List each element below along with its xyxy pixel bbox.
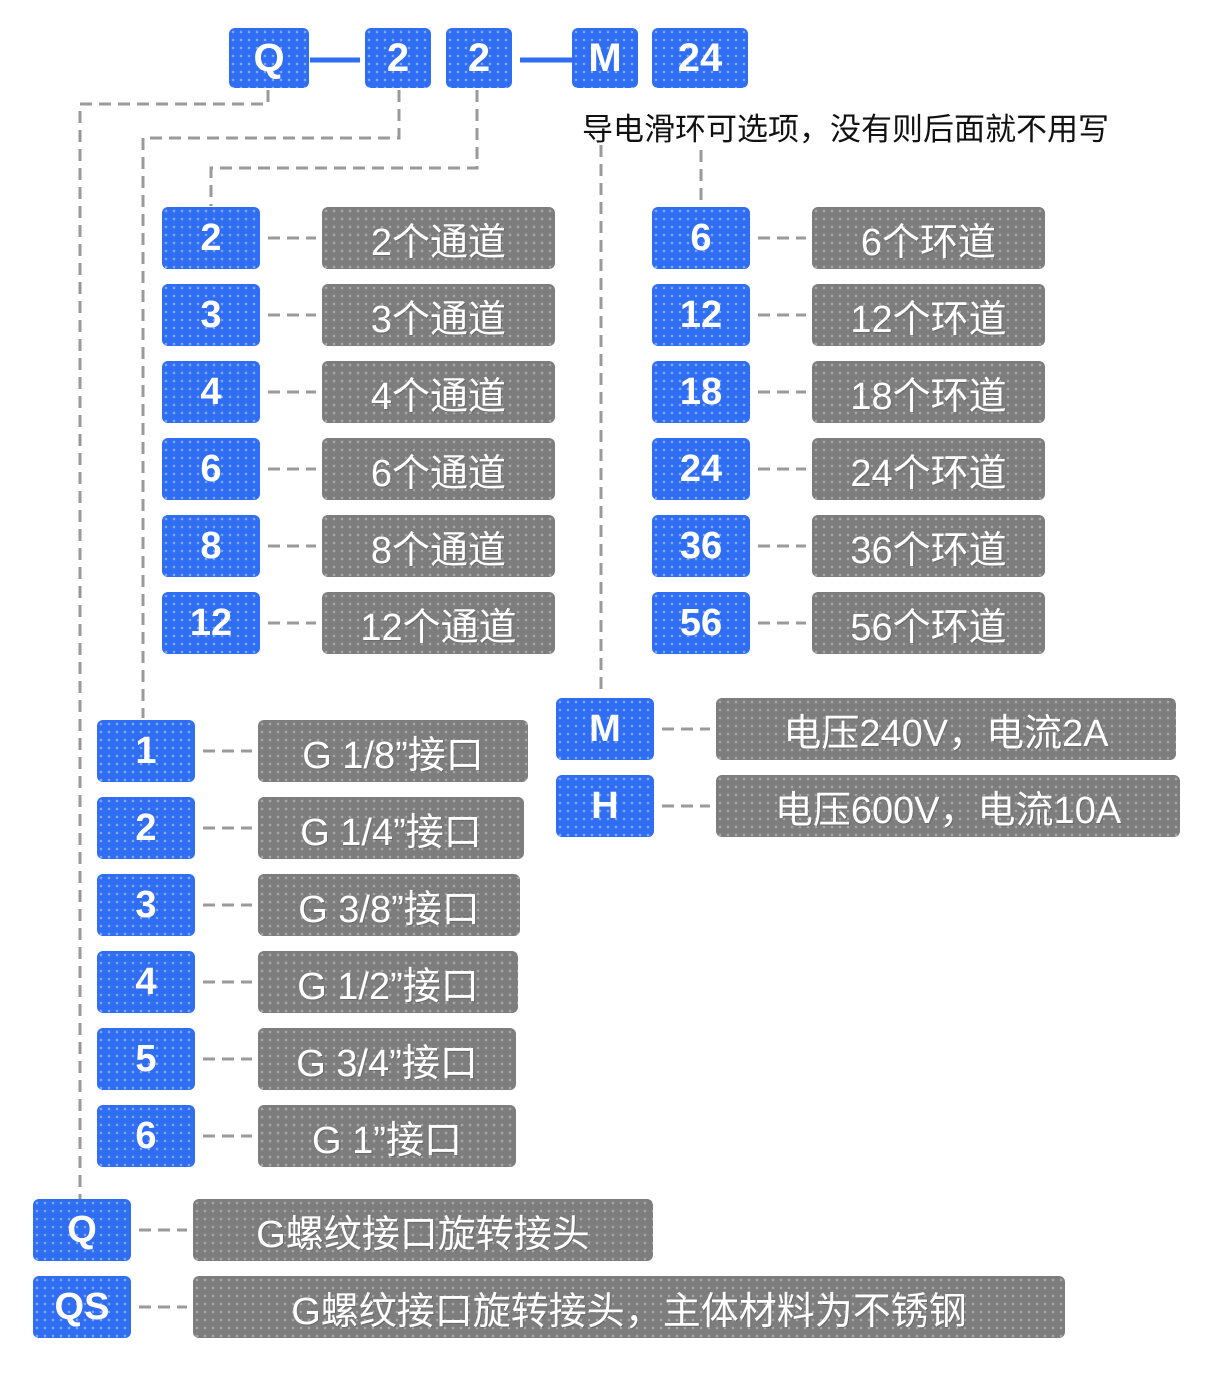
voltage-code-1: H bbox=[556, 775, 654, 837]
port-label-3: G 1/2”接口 bbox=[258, 951, 518, 1013]
ring-code-0: 6 bbox=[652, 207, 750, 269]
port-label-2: G 3/8”接口 bbox=[258, 874, 520, 936]
channel-label-0: 2个通道 bbox=[322, 207, 555, 269]
ring-label-1: 12个环道 bbox=[812, 284, 1045, 346]
channel-label-2: 4个通道 bbox=[322, 361, 555, 423]
series-code-0: Q bbox=[33, 1199, 131, 1261]
ring-label-4: 36个环道 bbox=[812, 515, 1045, 577]
channel-label-3: 6个通道 bbox=[322, 438, 555, 500]
series-label-1: G螺纹接口旋转接头，主体材料为不锈钢 bbox=[193, 1276, 1065, 1338]
voltage-label-1: 电压600V，电流10A bbox=[716, 775, 1180, 837]
line-ports bbox=[141, 90, 401, 718]
line-channels bbox=[209, 90, 479, 206]
port-code-1: 2 bbox=[97, 797, 195, 859]
voltage-label-0: 电压240V，电流2A bbox=[716, 698, 1176, 760]
ring-label-5: 56个环道 bbox=[812, 592, 1045, 654]
model-code-4: 24 bbox=[652, 28, 748, 88]
port-code-0: 1 bbox=[97, 720, 195, 782]
model-code-3: M bbox=[572, 28, 638, 88]
channel-label-5: 12个通道 bbox=[322, 592, 555, 654]
channel-label-1: 3个通道 bbox=[322, 284, 555, 346]
port-code-4: 5 bbox=[97, 1028, 195, 1090]
ring-label-3: 24个环道 bbox=[812, 438, 1045, 500]
series-label-0: G螺纹接口旋转接头 bbox=[193, 1199, 653, 1261]
channel-code-2: 4 bbox=[162, 361, 260, 423]
channel-code-1: 3 bbox=[162, 284, 260, 346]
ring-code-5: 56 bbox=[652, 592, 750, 654]
ring-code-1: 12 bbox=[652, 284, 750, 346]
channel-code-0: 2 bbox=[162, 207, 260, 269]
channel-code-4: 8 bbox=[162, 515, 260, 577]
ring-label-0: 6个环道 bbox=[812, 207, 1045, 269]
port-code-2: 3 bbox=[97, 874, 195, 936]
port-label-1: G 1/4”接口 bbox=[258, 797, 524, 859]
series-code-1: QS bbox=[33, 1276, 131, 1338]
model-code-2: 2 bbox=[446, 28, 512, 88]
channel-code-5: 12 bbox=[162, 592, 260, 654]
ring-label-2: 18个环道 bbox=[812, 361, 1045, 423]
ring-code-2: 18 bbox=[652, 361, 750, 423]
model-code-1: 2 bbox=[365, 28, 431, 88]
line-series bbox=[78, 90, 270, 1200]
port-code-3: 4 bbox=[97, 951, 195, 1013]
port-label-4: G 3/4”接口 bbox=[258, 1028, 516, 1090]
model-code-0: Q bbox=[229, 28, 309, 88]
channel-label-4: 8个通道 bbox=[322, 515, 555, 577]
channel-code-3: 6 bbox=[162, 438, 260, 500]
port-label-0: G 1/8”接口 bbox=[258, 720, 528, 782]
port-label-5: G 1”接口 bbox=[258, 1105, 516, 1167]
voltage-code-0: M bbox=[556, 698, 654, 760]
port-code-5: 6 bbox=[97, 1105, 195, 1167]
ring-code-4: 36 bbox=[652, 515, 750, 577]
ring-option-note: 导电滑环可选项，没有则后面就不用写 bbox=[582, 112, 1109, 147]
ring-code-3: 24 bbox=[652, 438, 750, 500]
